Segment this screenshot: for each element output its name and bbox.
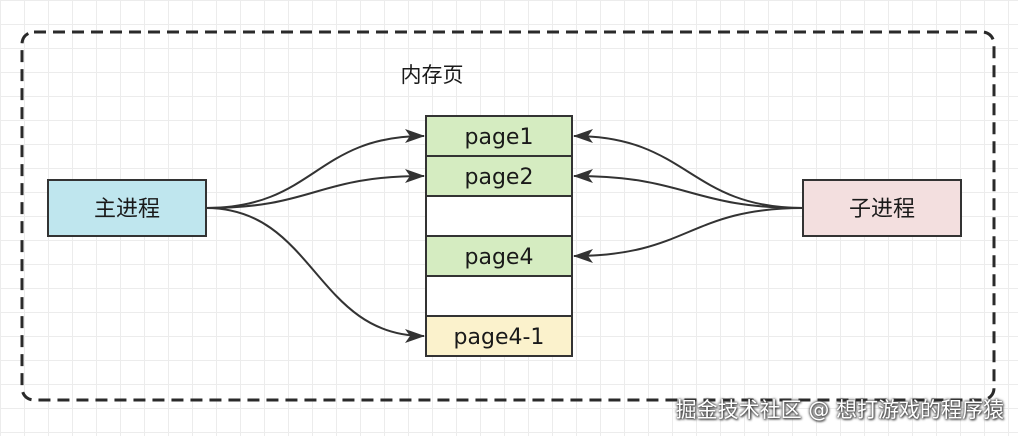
page-cell-label: page4 <box>465 245 534 270</box>
memory-pages-title: 内存页 <box>401 63 464 87</box>
page-cell[interactable]: page1 <box>425 115 573 157</box>
page-cell[interactable] <box>425 275 573 317</box>
page-cell-box <box>425 115 573 157</box>
page-cell-label: page1 <box>465 125 534 150</box>
main-process-box <box>47 179 207 237</box>
link-arrow <box>205 129 425 209</box>
page-cell-box <box>425 275 573 317</box>
link-arrow <box>573 129 804 209</box>
link-arrow <box>573 169 804 209</box>
main-process-label: 主进程 <box>94 197 160 222</box>
page-cell[interactable]: page2 <box>425 155 573 197</box>
page-cell-box <box>425 235 573 277</box>
watermark-text: 掘金技术社区 @ 想打游戏的程序猿 <box>675 398 1004 422</box>
page-cell[interactable]: page4 <box>425 235 573 277</box>
child-process-node[interactable]: 子进程 <box>802 179 962 237</box>
child-process-box <box>802 179 962 237</box>
link-arrow <box>205 207 425 343</box>
page-cell-box <box>425 195 573 237</box>
main-process-node[interactable]: 主进程 <box>47 179 207 237</box>
page-cell-label: page2 <box>465 165 534 190</box>
memory-page-stack: page1 page2 page4 page4-1 <box>425 115 573 357</box>
page-cell[interactable]: page4-1 <box>425 315 573 357</box>
page-cell[interactable] <box>425 195 573 237</box>
page-cell-label: page4-1 <box>454 325 545 350</box>
link-arrow <box>205 169 425 209</box>
link-arrow <box>573 207 804 263</box>
page-cell-box <box>425 315 573 357</box>
link-group <box>205 129 804 343</box>
child-process-label: 子进程 <box>849 197 915 222</box>
